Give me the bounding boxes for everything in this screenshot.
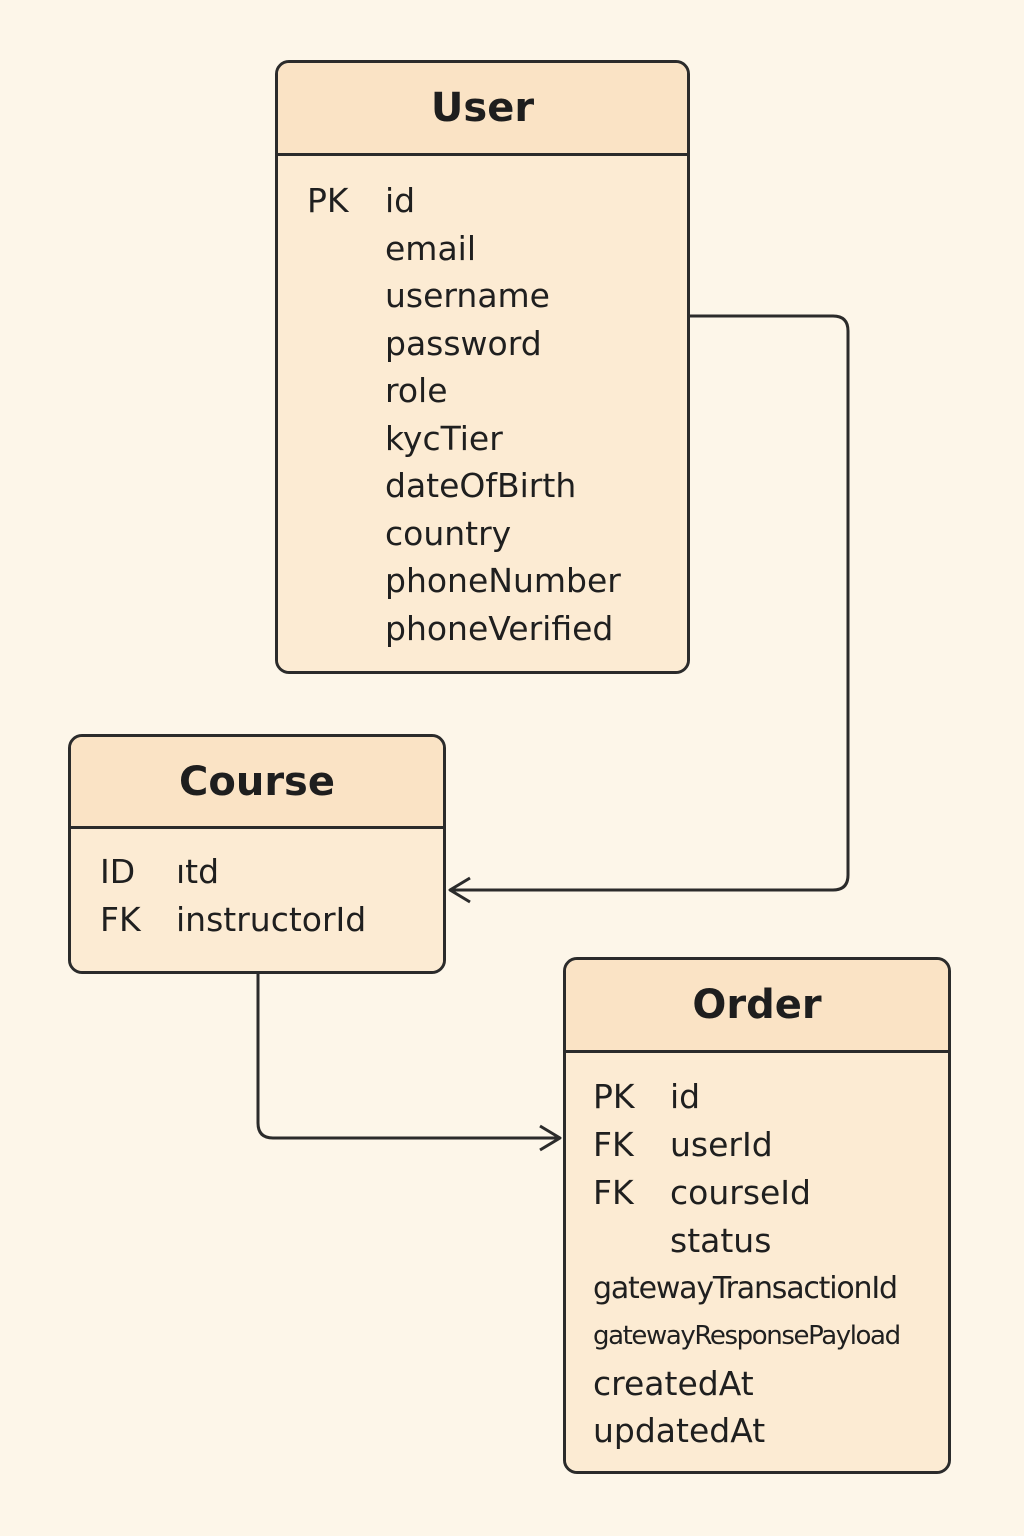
field-name: country (385, 513, 512, 553)
field-key: PK (593, 1077, 635, 1116)
arrowhead-order-icon (539, 1124, 562, 1152)
relationship-course-order (256, 974, 560, 1140)
entity-title: Course (71, 737, 443, 829)
field-row: email (278, 225, 687, 272)
field-row: username (278, 272, 687, 319)
field-row: gatewayResponsePayload (566, 1313, 948, 1360)
field-row: kycTier (278, 415, 687, 462)
field-row: createdAt (566, 1360, 948, 1407)
field-row: status (566, 1217, 948, 1264)
field-name: email (385, 228, 477, 268)
relationship-user-course (450, 314, 850, 892)
field-name: role (385, 371, 448, 410)
field-row: updatedAt (566, 1407, 948, 1454)
field-row: country (278, 510, 687, 557)
entity-fields: ID ıtd FK instructorId (71, 829, 443, 971)
entity-fields: PK id email username password role ky (278, 156, 687, 671)
field-name: userId (670, 1125, 773, 1164)
field-row: phoneNumber (278, 557, 687, 604)
field-row: role (278, 367, 687, 414)
field-name: createdAt (593, 1364, 754, 1403)
field-row: dateOfBirth (278, 462, 687, 509)
field-name: phoneVerified (385, 608, 614, 648)
field-name: updatedAt (593, 1411, 766, 1450)
field-key: FK (593, 1125, 634, 1164)
field-row: FK courseId (566, 1169, 948, 1216)
field-name: courseId (670, 1173, 811, 1212)
field-name: id (670, 1077, 701, 1116)
field-name: dateOfBirth (385, 466, 577, 505)
field-key: FK (100, 900, 141, 939)
arrowhead-course-icon (448, 876, 471, 904)
field-row: ID ıtd (71, 848, 443, 895)
field-name: status (670, 1221, 772, 1260)
field-row: PK id (278, 177, 687, 224)
field-row: FK userId (566, 1121, 948, 1168)
entity-user[interactable]: User PK id email username password role (275, 60, 690, 674)
field-row: password (278, 320, 687, 367)
field-key: PK (307, 181, 349, 220)
field-name: ıtd (176, 852, 220, 891)
field-row: PK id (566, 1073, 948, 1120)
field-name: kycTier (385, 418, 503, 458)
field-name: instructorId (176, 900, 367, 939)
field-name: gatewayResponsePayload (593, 1321, 901, 1351)
entity-course[interactable]: Course ID ıtd FK instructorId (68, 734, 446, 974)
entity-order[interactable]: Order PK id FK userId FK courseId status… (563, 957, 951, 1474)
field-key: FK (593, 1173, 634, 1212)
field-name: gatewayTransactionId (593, 1271, 898, 1306)
field-row: phoneVerified (278, 605, 687, 652)
field-row: FK instructorId (71, 896, 443, 943)
field-name: username (385, 276, 550, 315)
entity-fields: PK id FK userId FK courseId status gatew… (566, 1053, 948, 1471)
entity-title: User (278, 63, 687, 156)
entity-title: Order (566, 960, 948, 1053)
field-row: gatewayTransactionId (566, 1265, 948, 1312)
field-key: ID (100, 852, 136, 891)
field-name: phoneNumber (385, 561, 621, 600)
field-name: password (385, 323, 542, 363)
field-name: id (385, 181, 416, 220)
